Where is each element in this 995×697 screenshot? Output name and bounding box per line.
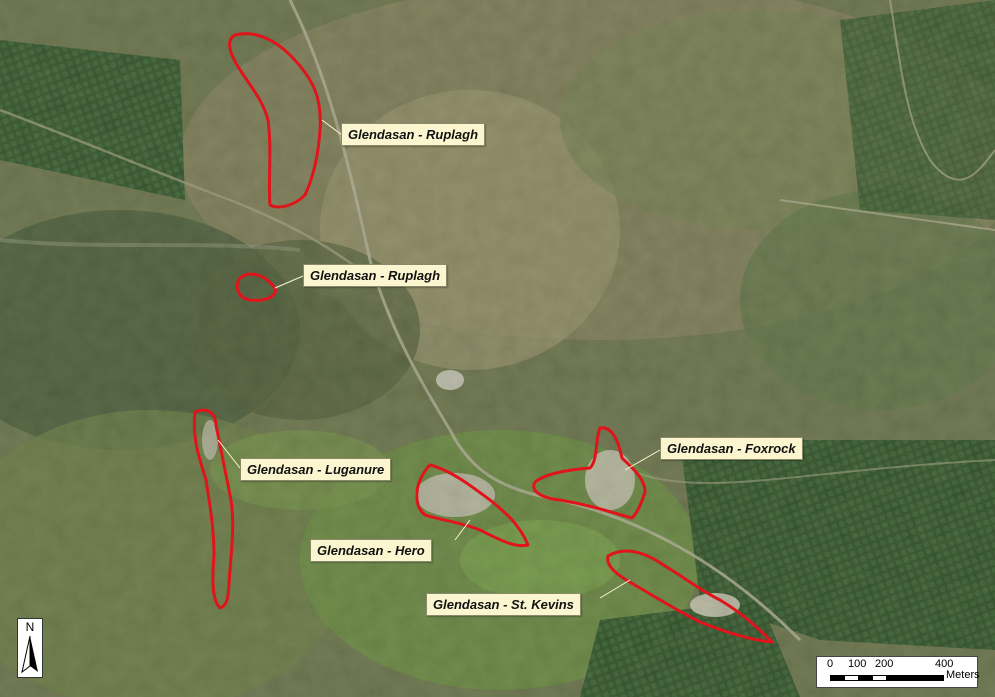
label-foxrock: Glendasan - Foxrock — [660, 437, 803, 460]
outline-ruplagh-south — [235, 272, 277, 302]
north-arrow: N — [17, 618, 43, 678]
label-hero: Glendasan - Hero — [310, 539, 432, 562]
north-letter: N — [25, 620, 35, 634]
label-ruplagh-south: Glendasan - Ruplagh — [303, 264, 448, 287]
scale-tick-400: 400 — [935, 658, 954, 670]
outline-hero — [415, 463, 530, 548]
north-arrow-icon — [21, 636, 38, 674]
label-ruplagh-north: Glendasan - Ruplagh — [341, 123, 486, 146]
label-luganure: Glendasan - Luganure — [240, 458, 392, 481]
scale-tick-100: 100 — [848, 658, 867, 670]
label-st-kevins: Glendasan - St. Kevins — [426, 593, 581, 616]
outline-luganure — [192, 408, 235, 610]
outline-st-kevins — [606, 549, 774, 644]
scale-tick-200: 200 — [875, 658, 894, 670]
scale-unit: Meters — [946, 669, 980, 681]
outline-ruplagh-north — [228, 32, 322, 209]
scale-bar: 0 100 200 400 Meters — [816, 656, 980, 688]
site-outlines — [192, 32, 774, 644]
scale-tick-0: 0 — [827, 658, 834, 670]
scale-segment — [886, 675, 944, 681]
outline-foxrock — [532, 426, 647, 520]
